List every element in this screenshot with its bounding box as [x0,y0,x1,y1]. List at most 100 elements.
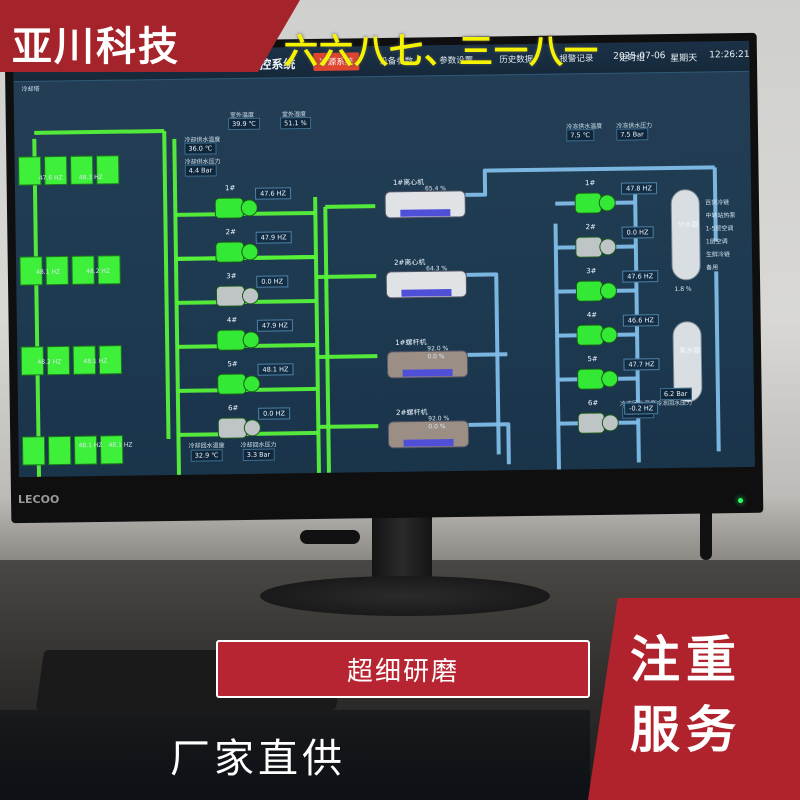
chiller-4-aux: 0.0 % [428,423,446,431]
chilled-pump-6-body [577,412,605,434]
chilled-pump-2-head [599,238,617,256]
chilled-pump-3-head [599,282,617,300]
cooling-pump-4-label: 4# [226,316,238,325]
chilled-pump-5-body [577,368,605,390]
chiller-3-load: 92.0 % [427,345,449,353]
time-readout: 12:26:21 [709,49,750,61]
cooling-tower-cell [97,255,121,285]
chilled-pipe [714,271,721,452]
chilled-supply-temp-value: 7.5 ℃ [566,129,595,142]
chilled-pump-4-label: 4# [586,311,598,320]
brand-banner [0,0,300,72]
cooling-pump-6-hz: 0.0 HZ [258,407,290,420]
chiller-4-label: 2#螺杆机 [396,408,428,417]
cooling-pump-3-head [242,287,260,305]
cooling-pump-2-body [215,241,245,263]
chilled-pipe [468,422,511,465]
tower-fan-hz-2: 48.3 HZ [78,173,103,182]
cooling-pipe [32,138,350,478]
branch-label-5: 生鲜冷链 [705,251,731,259]
cooling-pipe [318,424,379,429]
branch-label-2: 中转站热泵 [705,212,736,220]
phone-number: 六六八七、三一八一 [284,32,599,72]
cooling-pump-2-label: 2# [225,228,236,237]
cable [300,530,360,544]
chiller-1-label: 1#离心机 [392,178,425,187]
chilled-pump-2-body [575,236,603,258]
monitor-logo: LECOO [18,493,60,506]
cooling-pump-4-head [242,331,260,349]
cooling-tower-cell [45,255,69,286]
chilled-supply-pressure-value: 7.5 Bar [616,128,648,141]
cooling-pump-1-head [240,199,258,217]
power-led [738,498,743,503]
chilled-pipe [465,165,715,197]
cooling-tower-cell [73,435,98,465]
monitor-stand-neck [372,515,432,585]
service-line-2: 服务 [630,701,742,759]
cooling-tower-cell [19,256,43,286]
cooling-pipe [162,131,171,440]
branch-label-1: 百货冷链 [705,199,730,207]
cooling-pipe [325,204,376,209]
branch-label-3: 1-5层空调 [705,225,734,233]
cooling-pump-3-hz: 0.0 HZ [256,275,289,288]
brand-name: 亚川科技 [12,24,180,70]
chilled-pump-1-body [574,192,602,214]
chiller-2-label: 2#离心机 [393,258,426,267]
date-readout: 2025-07-06 [613,51,666,62]
cooling-pump-6-head [243,419,261,437]
chilled-pipe [466,272,501,455]
tower-fan-hz-7: 48.1 HZ [78,441,103,450]
cooling-pump-5-label: 5# [227,360,238,369]
cooling-tower-cell [20,346,45,376]
chiller-2-status-bar [401,289,452,297]
cooling-pump-3-label: 3# [226,272,237,281]
chilled-pipe [467,352,508,357]
cooling-pump-6-label: 6# [228,404,239,413]
chiller-1-load: 65.4 % [424,185,447,193]
cooling-pump-1-label: 1# [224,184,236,193]
service-banner [588,598,800,800]
cooling-return-temp-value: 32.9 ℃ [190,449,223,462]
cooling-pipe [313,196,322,478]
cooling-pump-5-hz: 48.1 HZ [257,363,294,376]
cooling-pump-6-body [217,417,247,439]
cooling-tower-cell [47,435,72,466]
monitor-stand-base [260,576,550,616]
cooling-pipe [316,274,377,279]
cooling-pump-5-body [217,373,247,395]
tower-fan-hz-8: 48.1 HZ [108,441,133,449]
cooling-tower-cell [96,155,120,185]
feature-text: 超细研磨 [346,657,459,687]
cooling-tower-label: 冷却塔 [21,85,40,94]
cooling-pipe [317,354,378,359]
chilled-pump-6-hz: -0.2 HZ [624,402,659,415]
chilled-pump-6-label: 6# [587,399,599,408]
service-text: 注重 服务 [630,625,790,765]
cooling-tower-cell [99,435,124,465]
cooling-tower-cell [72,345,97,375]
valve-open-pct: 1.8 % [674,285,692,293]
cooling-tower-cell [46,345,71,376]
cooling-pump-2-head [241,243,259,261]
cooling-pipe [172,138,182,478]
tower-fan-hz-3: 48.1 HZ [36,268,61,276]
cooling-tower-cell [44,155,68,186]
cooling-return-pressure-value: 3.3 Bar [242,448,275,461]
chilled-pump-3-hz: 47.6 HZ [622,270,659,283]
chiller-2-load: 64.3 % [426,265,448,273]
weekday-readout: 星期天 [670,53,698,64]
cooling-tower-cell [71,255,95,285]
header-vessel [672,321,703,403]
outdoor-humidity-value: 51.1 % [280,117,311,130]
cooling-supply-temp-value: 36.0 ℃ [184,142,217,155]
cooling-pump-2-hz: 47.9 HZ [255,231,292,244]
chilled-return-pressure-value: 6.2 Bar [659,387,692,401]
chiller-4-load: 92.0 % [428,415,450,423]
tower-fan-hz-5: 48.2 HZ [37,358,62,366]
chilled-pump-1-hz: 47.8 HZ [620,182,658,195]
chilled-pump-1-head [598,194,616,212]
cooling-tower-cell [18,156,42,186]
chilled-pump-6-head [601,414,619,432]
